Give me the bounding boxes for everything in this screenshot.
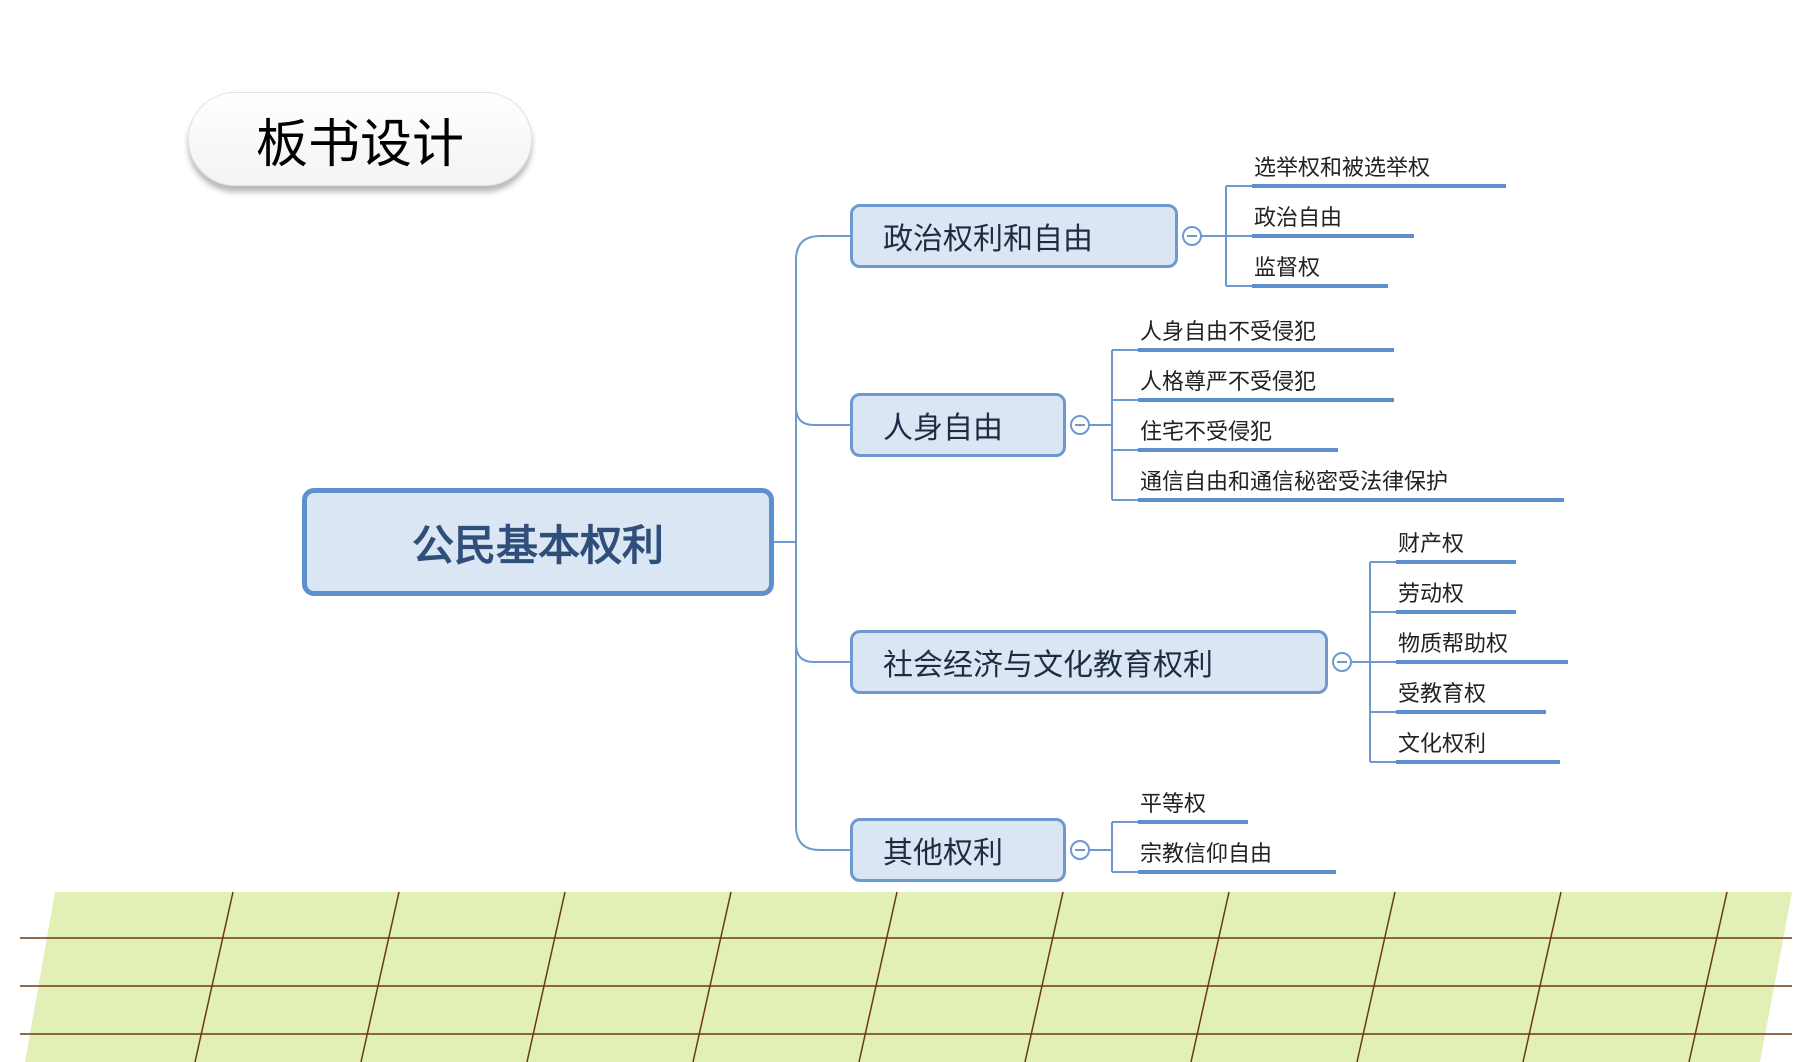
grid-background [25,892,1792,1062]
grid-slanted-line [194,891,234,1062]
mindmap-leaf-item: 文化权利 [1398,732,1487,757]
mindmap-leaf-item: 住宅不受侵犯 [1140,420,1273,445]
grid-slanted-line [692,891,732,1062]
mindmap-leaf-item: 受教育权 [1398,682,1487,707]
grid-slanted-line [1024,891,1064,1062]
mindmap-leaf-item: 选举权和被选举权 [1254,156,1431,181]
grid-slanted-line [360,891,400,1062]
board-design-title: 板书设计 [188,92,532,186]
grid-slanted-line [526,891,566,1062]
mindmap-branch-node: 其他权利 [850,818,1066,882]
trunk-connector [795,235,850,851]
mindmap-leaf-item: 监督权 [1254,256,1321,281]
mindmap-leaf-item: 平等权 [1140,792,1207,817]
grid-slanted-line [1356,891,1396,1062]
mindmap-leaf-item: 政治自由 [1254,206,1343,231]
grid-slanted-line [858,891,898,1062]
mindmap-branch-node: 人身自由 [850,393,1066,457]
mindmap-root-node: 公民基本权利 [302,488,774,596]
mindmap-leaf-item: 人身自由不受侵犯 [1140,320,1317,345]
grid-slanted-line [1688,891,1728,1062]
mindmap-leaf-item: 宗教信仰自由 [1140,842,1273,867]
mindmap-leaf-item: 财产权 [1398,532,1465,557]
mindmap-leaf-item: 物质帮助权 [1398,632,1509,657]
mindmap-branch-node: 政治权利和自由 [850,204,1178,268]
grid-slanted-line [1190,891,1230,1062]
mindmap-leaf-item: 人格尊严不受侵犯 [1140,370,1317,395]
mindmap-leaf-item: 劳动权 [1398,582,1465,607]
mindmap-leaf-item: 通信自由和通信秘密受法律保护 [1140,470,1449,495]
mindmap-branch-node: 社会经济与文化教育权利 [850,630,1328,694]
grid-slanted-line [1522,891,1562,1062]
